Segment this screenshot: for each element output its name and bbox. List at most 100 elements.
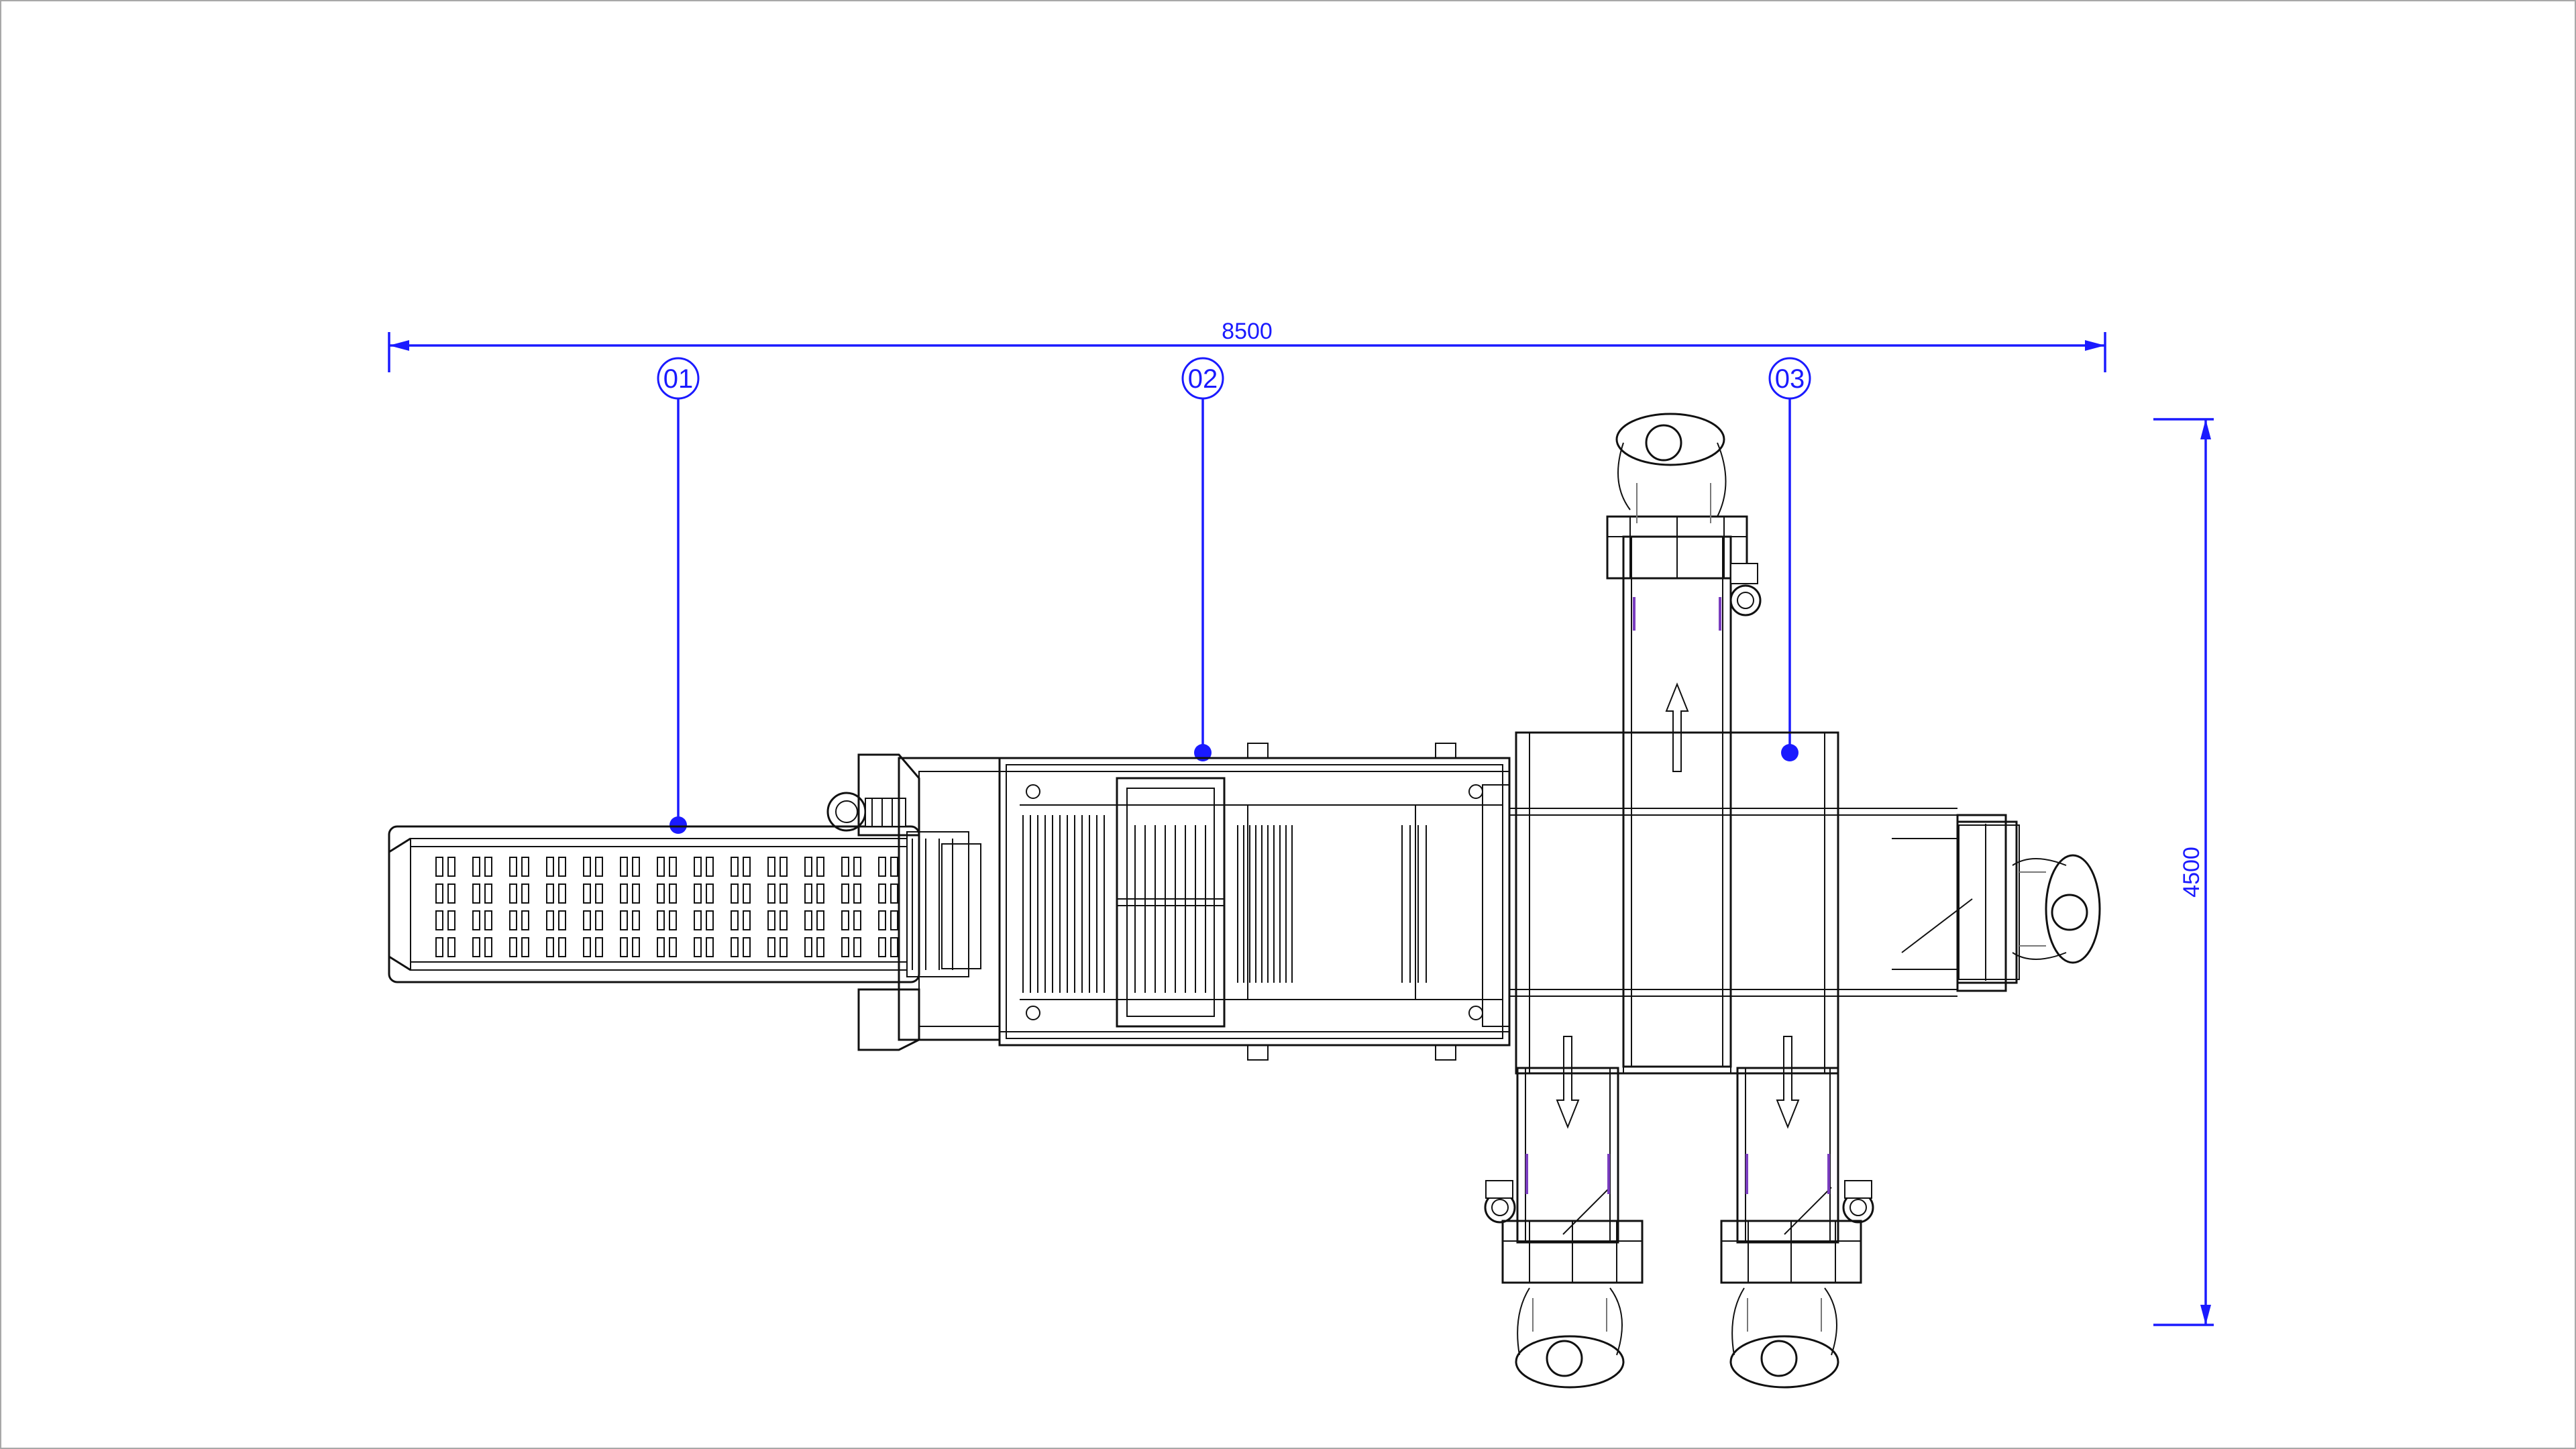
conveyor-slat [521,937,529,957]
dimension-height-label: 4500 [2179,847,2204,898]
conveyor-slat [841,910,849,930]
conveyor-slat [546,910,554,930]
conveyor-slats [435,857,898,957]
callout-03[interactable]: 03 [1768,357,1811,761]
conveyor-slat [447,910,455,930]
operator-top-icon [1615,413,1727,523]
conveyor-slat [743,857,751,877]
conveyor-slat [546,857,554,877]
conveyor-slat [804,937,812,957]
operator-bottom-right-icon [1729,1287,1839,1389]
conveyor-slat [731,937,739,957]
conveyor-slat [620,937,628,957]
conveyor-slat [878,857,886,877]
conveyor-slat [816,883,824,904]
callout-02[interactable]: 02 [1181,357,1224,761]
conveyor-slat [816,937,824,957]
conveyor-slat [804,857,812,877]
conveyor-slat [816,857,824,877]
conveyor-slat [731,883,739,904]
conveyor-slat [484,910,492,930]
conveyor-slat [657,910,665,930]
conveyor-slat [595,937,603,957]
conveyor-slat [706,857,714,877]
conveyor-slat [447,857,455,877]
conveyor-slat [767,910,775,930]
conveyor-slat [669,910,677,930]
conveyor-slat [706,937,714,957]
conveyor-slat [558,857,566,877]
central-unit [857,743,1511,1061]
conveyor-slat [878,883,886,904]
conveyor-slat [853,910,861,930]
conveyor-slat [694,883,702,904]
conveyor-slat [447,937,455,957]
conveyor-slat [890,910,898,930]
conveyor-slat [521,910,529,930]
conveyor-slat [731,910,739,930]
conveyor-slat [890,857,898,877]
conveyor-slat [694,857,702,877]
motor-bottom-right-icon [1842,1180,1874,1224]
conveyor-down-left [1484,1036,1644,1284]
callout-03-label: 03 [1775,364,1805,394]
motor-top-icon [1729,563,1762,616]
conveyor-slat [632,937,640,957]
conveyor-slat [620,857,628,877]
conveyor-slat [853,883,861,904]
conveyor-slat [743,937,751,957]
conveyor-slat [472,883,480,904]
conveyor-slat [890,937,898,957]
conveyor-slat [841,883,849,904]
gantry-frame [1117,825,1224,993]
conveyor-slat [632,857,640,877]
roller-bank-left [1022,815,1105,993]
motor-bottom-left-icon [1484,1180,1516,1224]
callout-01[interactable]: 01 [657,357,700,834]
conveyor-slat [509,910,517,930]
dimension-height: 4500 [2153,418,2214,1326]
conveyor-slat [583,857,591,877]
conveyor-slat [595,857,603,877]
conveyor-slat [583,883,591,904]
conveyor-slat [890,883,898,904]
conveyor-slat [435,937,443,957]
outfeed-table [1515,731,2007,1075]
conveyor-slat [731,857,739,877]
conveyor-slat [694,910,702,930]
conveyor-slat [595,910,603,930]
arrow-down-right-icon [1776,1036,1800,1129]
conveyor-slat [472,910,480,930]
conveyor-slat [447,883,455,904]
dimension-width: 8500 [388,319,2106,372]
conveyor-slat [657,937,665,957]
conveyor-slat [841,937,849,957]
conveyor-slat [780,883,788,904]
conveyor-slat [767,937,775,957]
conveyor-slat [853,857,861,877]
conveyor-slat [620,910,628,930]
conveyor-slat [878,937,886,957]
dimension-width-label: 8500 [1222,319,1273,344]
conveyor-slat [558,883,566,904]
conveyor-slat [484,883,492,904]
roller-bank-right [1237,825,1427,983]
callout-02-label: 02 [1188,364,1218,394]
conveyor-slat [583,937,591,957]
transfer-rails [1509,808,1957,997]
end-station [1892,820,2020,984]
conveyor-slat [669,857,677,877]
conveyor-up [1606,515,1762,1068]
arrow-down-left-icon [1556,1036,1580,1129]
conveyor-slat [743,883,751,904]
conveyor-slat [706,910,714,930]
conveyor-slat [669,883,677,904]
operator-right-icon [2012,854,2101,964]
conveyor-slat [583,910,591,930]
conveyor-slat [780,857,788,877]
conveyor-slat [558,937,566,957]
conveyor-slat [521,857,529,877]
conveyor-slat [657,883,665,904]
conveyor-slat [657,857,665,877]
conveyor-slat [816,910,824,930]
